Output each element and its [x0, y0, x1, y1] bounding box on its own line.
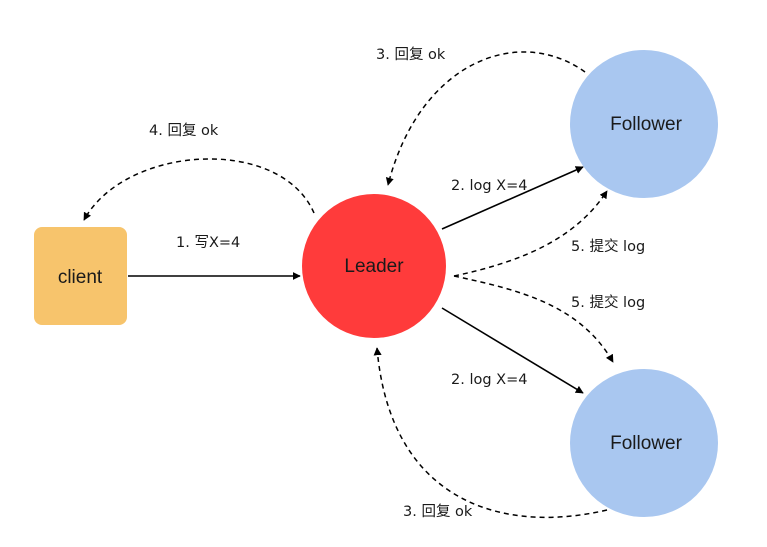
reply-bottom-follower-arrow	[373, 347, 608, 519]
write-request-label: 1. 写X=4	[176, 235, 240, 251]
commit-top-follower-arrow	[453, 190, 608, 277]
commit-bottom-label: 5. 提交 log	[571, 293, 645, 311]
log-to-bottom-label: 2. log X=4	[451, 372, 527, 388]
client-node: client	[34, 227, 127, 325]
reply-top-follower-arrow	[385, 51, 586, 186]
leader-label: Leader	[344, 256, 404, 277]
reply-bottom-label: 3. 回复 ok	[403, 502, 473, 520]
reply-top-label: 3. 回复 ok	[376, 45, 446, 63]
follower-bottom-label: Follower	[610, 433, 682, 454]
log-to-top-follower-arrow	[441, 166, 584, 230]
leader-node: Leader	[302, 194, 446, 338]
commit-bottom-follower-arrow	[453, 275, 614, 363]
log-to-top-label: 2. log X=4	[451, 178, 527, 194]
follower-bottom-node: Follower	[570, 369, 718, 517]
reply-client-label: 4. 回复 ok	[149, 121, 219, 139]
reply-client-arrow	[83, 158, 315, 221]
follower-top-node: Follower	[570, 50, 718, 198]
commit-top-label: 5. 提交 log	[571, 237, 645, 255]
follower-top-label: Follower	[610, 114, 682, 135]
log-to-bottom-follower-arrow	[441, 307, 584, 394]
client-label: client	[58, 267, 103, 288]
